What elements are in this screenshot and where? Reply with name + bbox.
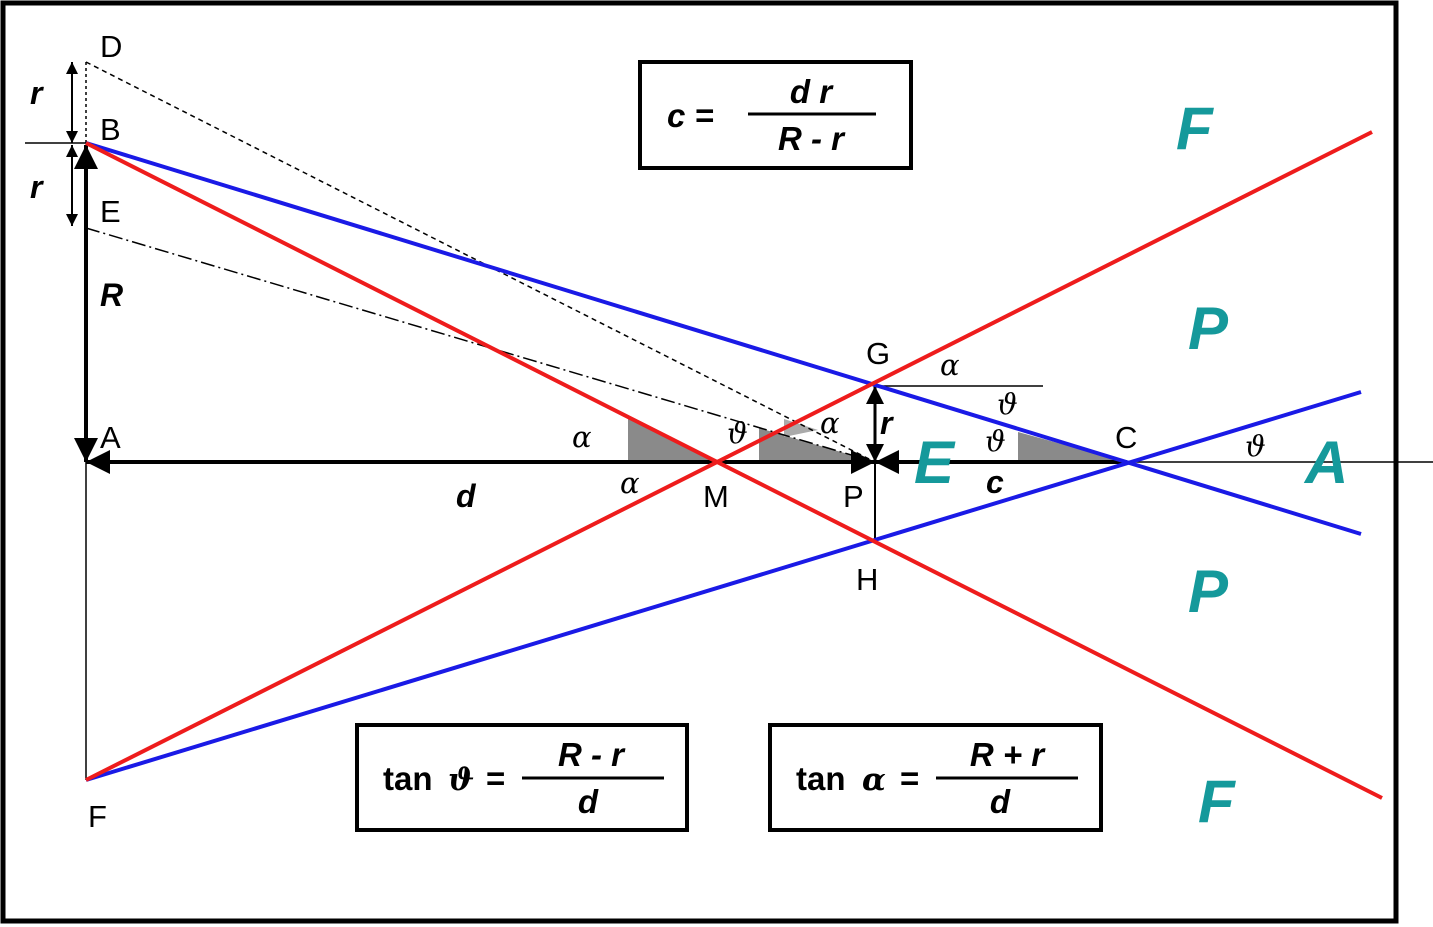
formula-box-c: c = d r R - r [638, 60, 913, 170]
zone-label-P-top: P [1188, 295, 1229, 362]
angle-label-alpha-mid: α [820, 406, 840, 440]
formula-box-tan-alpha: tan α = R + r d [768, 723, 1103, 832]
zone-label-F-bottom: F [1198, 768, 1236, 835]
formula-c-denominator: R - r [778, 120, 846, 157]
point-label-C: C [1115, 420, 1137, 455]
formula-tan-theta-fn: tan [383, 760, 433, 797]
formula-tan-alpha-var: α [862, 762, 886, 798]
angle-label-theta-C-right: ϑ [1245, 429, 1266, 463]
point-label-G: G [866, 336, 890, 371]
point-label-A: A [100, 420, 121, 455]
formula-tan-alpha-denominator: d [990, 783, 1011, 820]
red-ray-F-through-M-G [85, 130, 1373, 782]
point-label-M: M [703, 479, 729, 514]
point-label-E: E [100, 194, 121, 229]
formula-tan-alpha-fn: tan [796, 760, 846, 797]
zone-label-P-bottom: P [1188, 558, 1229, 625]
zone-label-F-top: F [1176, 95, 1214, 162]
formula-tan-alpha-eq: = [900, 760, 919, 797]
point-label-F: F [88, 799, 107, 834]
zone-label-E: E [914, 429, 956, 496]
variable-label-r-top: r [30, 75, 44, 111]
angle-label-theta-G: ϑ [997, 387, 1018, 421]
zone-label-A: A [1303, 429, 1348, 496]
formula-c-numerator: d r [790, 73, 834, 110]
variable-label-d: d [456, 478, 477, 514]
angle-label-theta-M: ϑ [727, 416, 748, 450]
variable-label-r-right: r [880, 405, 894, 441]
formula-box-tan-theta: tan ϑ = R - r d [355, 723, 689, 832]
point-label-B: B [100, 112, 121, 147]
blue-ray-B-through-G-C [85, 141, 1362, 536]
red-ray-B-through-M-H [85, 141, 1383, 800]
point-label-D: D [100, 29, 122, 64]
formula-tan-alpha-numerator: R + r [970, 736, 1046, 773]
formula-tan-theta-denominator: d [578, 783, 599, 820]
formula-tan-theta-var: ϑ [448, 762, 474, 798]
dash-dot-line-EP [85, 227, 876, 463]
formula-tan-theta-eq: = [486, 760, 505, 797]
point-label-P: P [843, 479, 864, 514]
angle-label-alpha-upper-left: α [572, 420, 592, 454]
variable-label-c: c [986, 464, 1004, 500]
formula-c-lhs: c = [667, 97, 714, 134]
variable-label-R: R [100, 277, 123, 313]
point-label-H: H [856, 562, 878, 597]
formula-tan-theta-numerator: R - r [558, 736, 626, 773]
angle-label-theta-C-left: ϑ [985, 424, 1006, 458]
blue-ray-F-through-H-C [85, 390, 1362, 782]
angle-label-alpha-G: α [940, 348, 960, 382]
variable-label-r-mid: r [30, 169, 44, 205]
angle-label-alpha-lower-left: α [620, 466, 640, 500]
